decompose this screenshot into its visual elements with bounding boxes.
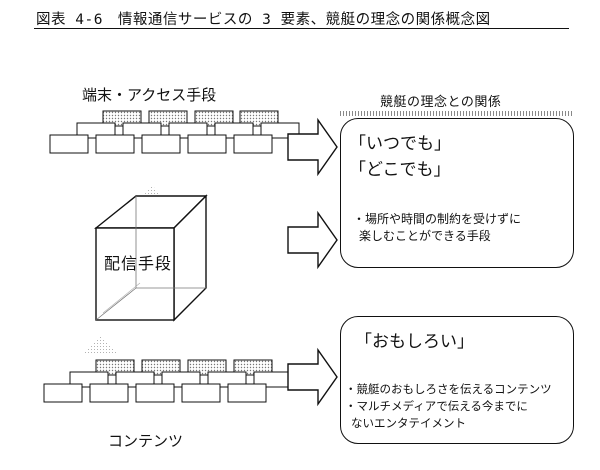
content-block-stack [43, 359, 293, 403]
stage-label-delivery: 配信手段 [104, 254, 173, 273]
stage-label-access: 端末・アクセス手段 [82, 86, 217, 104]
stage-label-content: コンテンツ [108, 432, 184, 450]
panel-top-headline-1: 「いつでも」 [349, 134, 451, 154]
panel-bottom-desc-1: ・競艇のおもしろさを伝えるコンテンツ [345, 382, 552, 396]
panel-interesting: 「おもしろい」 ・競艇のおもしろさを伝えるコンテンツ ・マルチメディアで伝える今… [340, 316, 574, 444]
delivery-cube [94, 194, 208, 322]
title-underline [34, 28, 569, 29]
panel-bottom-headline: 「おもしろい」 [355, 332, 474, 352]
arrow-access-icon [287, 117, 338, 177]
arrow-delivery-icon [287, 210, 338, 270]
panel-anytime-anywhere: 「いつでも」 「どこでも」 ・場所や時間の制約を受けずに 楽しむことができる手段 [340, 118, 574, 268]
relation-header: 競艇の理念との関係 [380, 95, 502, 110]
access-block-stack [49, 110, 300, 154]
panel-bottom-desc-3: ないエンタテイメント [351, 416, 466, 430]
arrow-content-icon [287, 347, 338, 407]
relation-header-underline [340, 111, 572, 116]
panel-top-desc-1: ・場所や時間の制約を受けずに [353, 212, 522, 226]
connector-triangle-lower [82, 336, 118, 354]
panel-top-headline-2: 「どこでも」 [349, 160, 451, 180]
panel-top-desc-2: 楽しむことができる手段 [359, 229, 491, 243]
figure-title: 図表 4-6 情報通信サービスの 3 要素、競艇の理念の関係概念図 [36, 12, 491, 28]
panel-bottom-desc-2: ・マルチメディアで伝える今までに [345, 399, 528, 413]
